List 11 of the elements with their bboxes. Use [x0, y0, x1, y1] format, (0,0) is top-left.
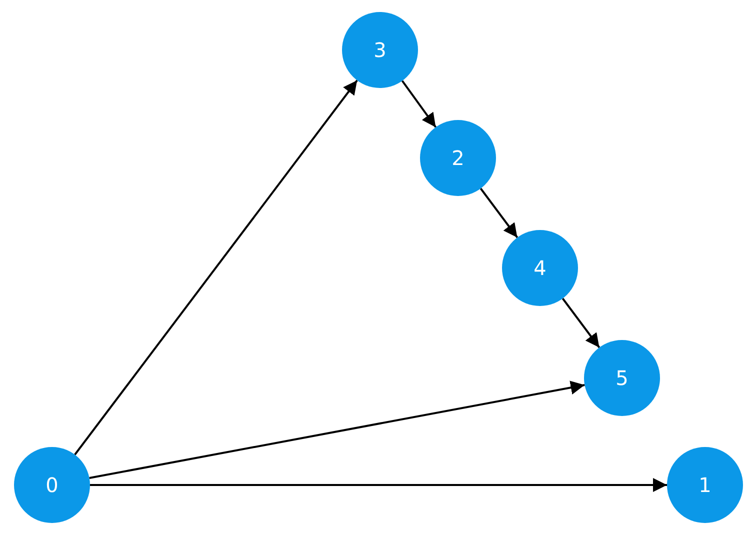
node-label: 5: [616, 366, 628, 390]
arrow: [90, 478, 667, 492]
arrow: [74, 80, 358, 456]
arrow: [401, 80, 437, 128]
node-label: 2: [452, 146, 464, 170]
node-label: 1: [698, 473, 712, 497]
node-label: 4: [534, 256, 546, 280]
node-label: 3: [374, 38, 386, 62]
node-label: 0: [46, 473, 58, 497]
arrow: [562, 298, 600, 348]
arrow: [480, 188, 518, 238]
